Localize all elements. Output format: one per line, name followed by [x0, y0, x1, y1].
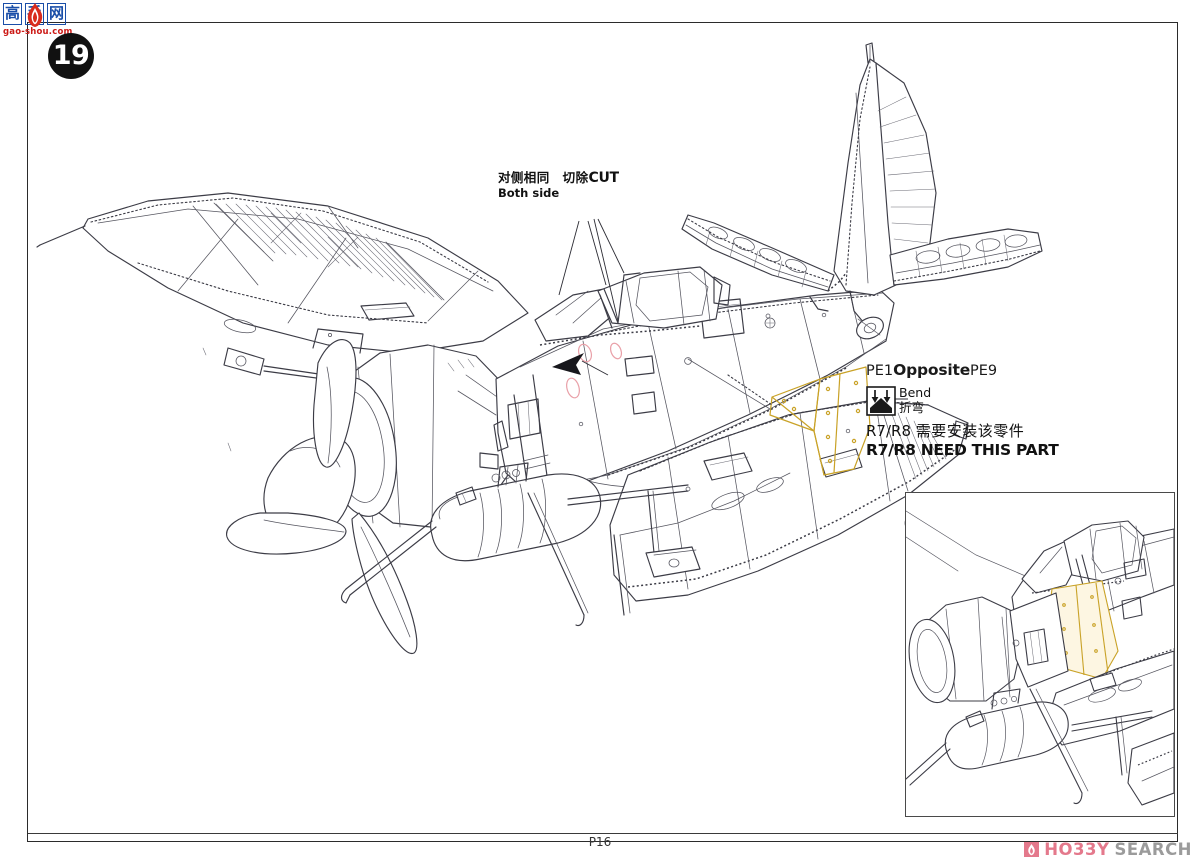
logo-char-box-1: 高: [3, 3, 22, 25]
starboard-wing: [609, 400, 977, 602]
watermark-hobby-text: HO33Y: [1044, 839, 1110, 859]
need-part-chinese-line: R7/R8 需要安装该零件: [866, 422, 1166, 440]
hobbysearch-flame-icon: [1024, 841, 1040, 857]
need-part-code: R7/R8: [866, 422, 911, 440]
engine-cowling: [226, 339, 516, 654]
cockpit-canopy: [534, 218, 731, 399]
bend-label-english: Bend: [899, 385, 932, 400]
pe-part-right: PE9: [970, 363, 998, 379]
page-number: P16: [588, 835, 612, 849]
tail-assembly: [681, 42, 1043, 340]
inset-detail-box: .i-ln { fill:none; stroke:#3c3c46; strok…: [905, 492, 1175, 817]
gaoshou-logo: 高 手 网 gao-shou.com: [2, 2, 73, 42]
pe-opposite-line: PE1OppositePE9: [866, 362, 1166, 379]
logo-char-box-3: 网: [47, 3, 66, 25]
step-number-badge: 19: [48, 33, 94, 79]
landing-gear-struts: [340, 484, 701, 627]
bend-instruction-row: Bend 折弯: [866, 386, 1166, 416]
hobby-search-watermark: HO33Y SEARCH: [1024, 838, 1192, 860]
aircraft-assembly-drawing: .ln { fill:none; stroke:#3c3c46; stroke-…: [28, 23, 1177, 841]
flame-icon: [27, 3, 43, 27]
logo-caption: gao-shou.com: [3, 27, 73, 37]
pe-opposite-label: Opposite: [893, 361, 971, 379]
port-wing: [36, 192, 529, 383]
bend-icon: [866, 386, 896, 416]
annotation-pe-block: PE1OppositePE9 Bend 折弯 R7/R8 需要安装该零件 R7/…: [866, 362, 1166, 459]
bend-label-chinese: 折弯: [899, 400, 925, 415]
drop-tank: [430, 462, 602, 562]
need-part-english-line: R7/R8 NEED THIS PART: [866, 441, 1059, 459]
watermark-search-text: SEARCH: [1114, 839, 1192, 859]
footer-divider: [28, 833, 1178, 834]
pe-part-left: PE1: [866, 363, 894, 379]
need-part-chinese-text: 需要安装该零件: [915, 422, 1025, 440]
